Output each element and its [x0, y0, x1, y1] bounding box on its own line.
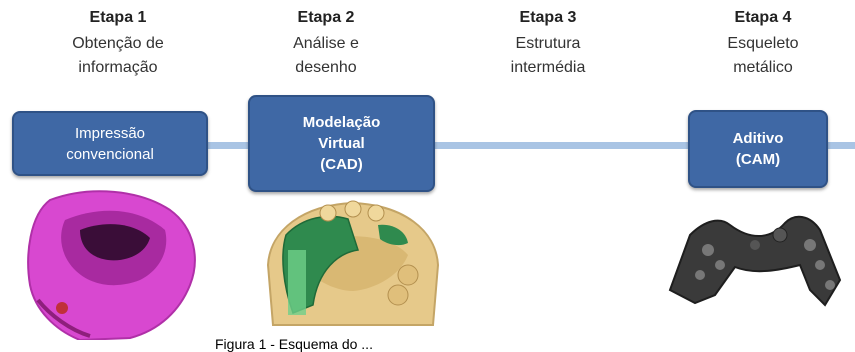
- stage-4-desc: Esqueleto metálico: [673, 32, 853, 80]
- stage-4-title: Etapa 4: [734, 9, 792, 26]
- stage-2-desc-line-2: desenho: [295, 59, 357, 76]
- box-2-line-1: Modelação: [302, 114, 381, 131]
- box-modelacao-virtual-cad: Modelação Virtual (CAD): [248, 95, 435, 192]
- stage-1-title: Etapa 1: [89, 9, 147, 26]
- box-1-line-1: Impressão: [74, 124, 146, 142]
- box-2-line-2: Virtual: [318, 135, 365, 152]
- box-1-line-2: convencional: [66, 145, 154, 163]
- stage-2-desc: Análise e desenho: [236, 32, 416, 80]
- stage-2-title: Etapa 2: [297, 9, 355, 26]
- connector-2-4: [432, 142, 690, 149]
- stage-3-desc-line-2: intermédia: [510, 59, 586, 76]
- stage-3-desc: Estrutura intermédia: [458, 32, 638, 80]
- stage-1-desc-line-1: Obtenção de: [72, 35, 164, 52]
- figure-caption: Figura 1 - Esquema do ...: [215, 336, 373, 352]
- stage-1-desc-line-2: informação: [78, 59, 158, 76]
- stage-1: Etapa 1 Obtenção de informação: [28, 8, 208, 80]
- connector-1-2: [205, 142, 250, 149]
- stage-1-desc: Obtenção de informação: [28, 32, 208, 80]
- impression-image: [27, 190, 196, 340]
- stage-2: Etapa 2 Análise e desenho: [236, 8, 416, 80]
- stage-2-desc-line-1: Análise e: [293, 35, 359, 52]
- stage-4: Etapa 4 Esqueleto metálico: [673, 8, 853, 80]
- connector-4-end: [826, 142, 855, 149]
- metal-framework-image: [668, 215, 842, 307]
- stage-4-desc-line-1: Esqueleto: [727, 35, 799, 52]
- stage-3: Etapa 3 Estrutura intermédia: [458, 8, 638, 80]
- box-3-line-2: (CAM): [735, 151, 781, 168]
- cad-model-image: [266, 200, 440, 326]
- box-2-line-3: (CAD): [320, 156, 363, 173]
- box-3-line-1: Aditivo: [732, 130, 784, 147]
- box-impressao-convencional: Impressão convencional: [12, 111, 208, 176]
- box-aditivo-cam: Aditivo (CAM): [688, 110, 828, 188]
- stage-4-desc-line-2: metálico: [733, 59, 793, 76]
- stage-3-title: Etapa 3: [519, 9, 577, 26]
- stage-3-desc-line-1: Estrutura: [515, 35, 581, 52]
